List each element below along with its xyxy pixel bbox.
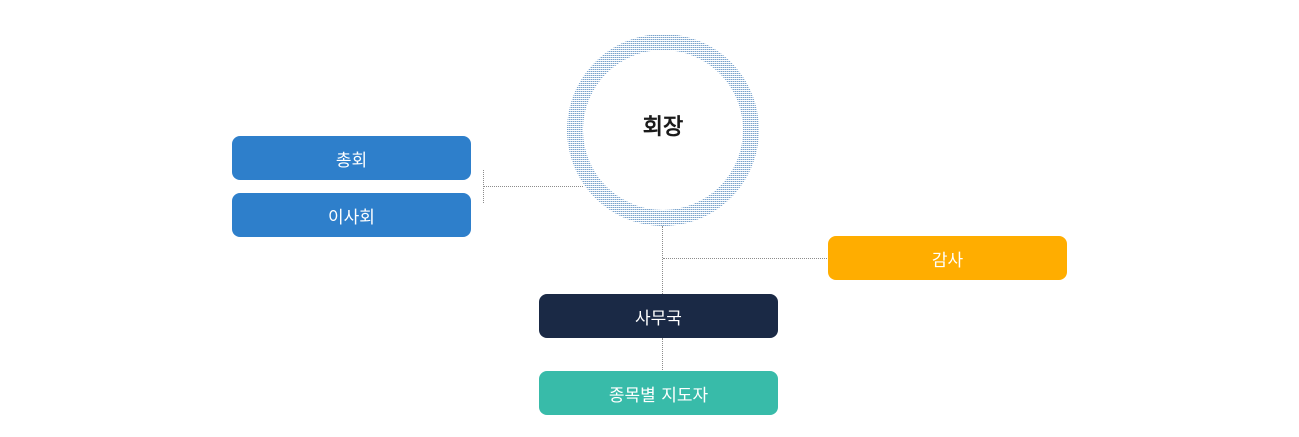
general-assembly-box: 총회	[232, 136, 471, 180]
auditor-box: 감사	[828, 236, 1067, 280]
president-label: 회장	[642, 115, 684, 140]
president-inner: 회장	[583, 50, 743, 210]
general-assembly-label: 총회	[335, 150, 368, 171]
secretariat-label: 사무국	[635, 308, 682, 329]
connector-to-auditor	[663, 258, 829, 259]
sport-coaches-box: 종목별 지도자	[539, 371, 778, 415]
board-of-directors-box: 이사회	[232, 193, 471, 237]
connector-president-to-secretariat	[662, 226, 663, 294]
sport-coaches-label: 종목별 지도자	[608, 385, 709, 406]
president-node: 회장	[567, 34, 759, 226]
auditor-label: 감사	[931, 250, 964, 271]
board-of-directors-label: 이사회	[328, 207, 375, 228]
connector-secretariat-to-coaches	[662, 338, 663, 372]
connector-assembly-to-president	[483, 186, 583, 187]
secretariat-box: 사무국	[539, 294, 778, 338]
